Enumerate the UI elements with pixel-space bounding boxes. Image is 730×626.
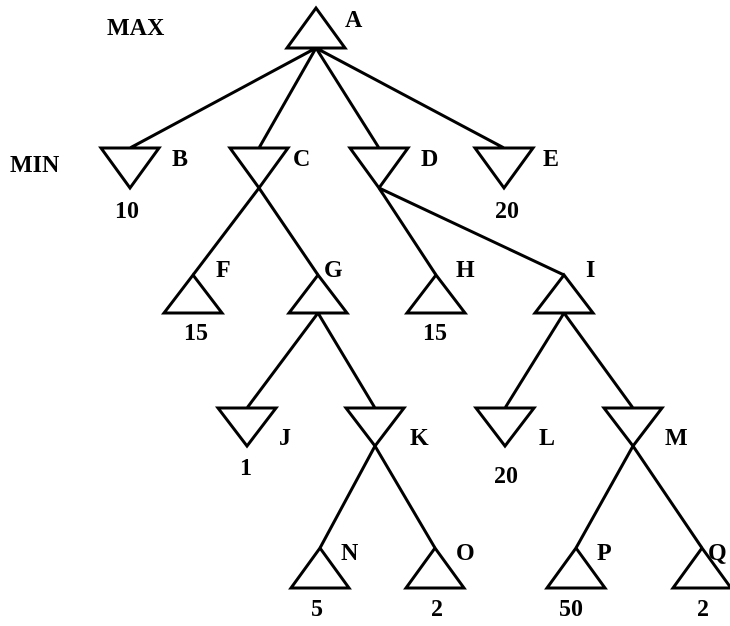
edge-m-q [631, 445, 704, 549]
node-q-max-triangle [670, 545, 730, 590]
node-i-max-triangle [531, 272, 597, 315]
edge-a-e [315, 46, 505, 150]
node-f-value: 15 [184, 320, 208, 346]
edge-c-f [191, 187, 261, 276]
node-j-min-triangle [214, 406, 280, 449]
node-n-value: 5 [311, 596, 323, 622]
tree-nodes [98, 5, 730, 590]
max-level-label: MAX [107, 15, 165, 41]
edge-i-m [562, 312, 635, 409]
node-n-max-triangle [288, 545, 352, 590]
node-e-label: E [543, 146, 559, 172]
node-j-value: 1 [240, 455, 252, 481]
node-n-label: N [341, 540, 359, 566]
edge-c-g [257, 187, 320, 276]
node-h-label: H [456, 257, 475, 283]
tree-edges [129, 46, 704, 549]
edge-a-d [314, 47, 381, 149]
node-l-min-triangle [472, 406, 538, 449]
node-e-value: 20 [495, 198, 519, 224]
node-b-value: 10 [115, 198, 139, 224]
edge-d-h [377, 187, 438, 276]
node-l-value: 20 [494, 463, 518, 489]
node-f-max-triangle [160, 272, 226, 315]
node-k-min-triangle [342, 406, 408, 449]
node-c-label: C [293, 146, 310, 172]
node-m-min-triangle [600, 406, 666, 449]
node-f-label: F [216, 257, 231, 283]
edge-g-j [245, 312, 320, 409]
node-a-label: A [345, 7, 363, 33]
node-q-value: 2 [697, 596, 709, 622]
node-h-max-triangle [403, 272, 469, 315]
min-level-label: MIN [10, 152, 60, 178]
edge-d-i [378, 186, 565, 277]
edge-m-p [574, 445, 635, 549]
node-l-label: L [539, 425, 555, 451]
node-d-label: D [421, 146, 438, 172]
node-o-label: O [456, 540, 475, 566]
node-b-label: B [172, 146, 188, 172]
node-h-value: 15 [423, 320, 447, 346]
node-j-label: J [279, 425, 291, 451]
node-o-max-triangle [403, 545, 467, 590]
node-m-label: M [665, 425, 688, 451]
node-p-value: 50 [559, 596, 583, 622]
node-q-label: Q [708, 540, 727, 566]
edge-k-o [373, 445, 437, 549]
edge-k-n [318, 445, 377, 549]
edge-a-c [257, 47, 318, 149]
node-o-value: 2 [431, 596, 443, 622]
node-c-min-triangle [227, 146, 291, 191]
edge-g-k [316, 312, 377, 409]
node-p-max-triangle [544, 545, 608, 590]
node-b-min-triangle [98, 146, 162, 191]
node-k-label: K [410, 425, 429, 451]
node-i-label: I [586, 257, 595, 283]
node-d-min-triangle [347, 146, 411, 191]
edge-i-l [503, 312, 566, 409]
node-g-max-triangle [285, 272, 351, 315]
edge-a-b [129, 46, 317, 150]
node-a-max-triangle [284, 5, 348, 50]
node-p-label: P [597, 540, 612, 566]
node-e-min-triangle [472, 146, 536, 191]
node-g-label: G [324, 257, 343, 283]
